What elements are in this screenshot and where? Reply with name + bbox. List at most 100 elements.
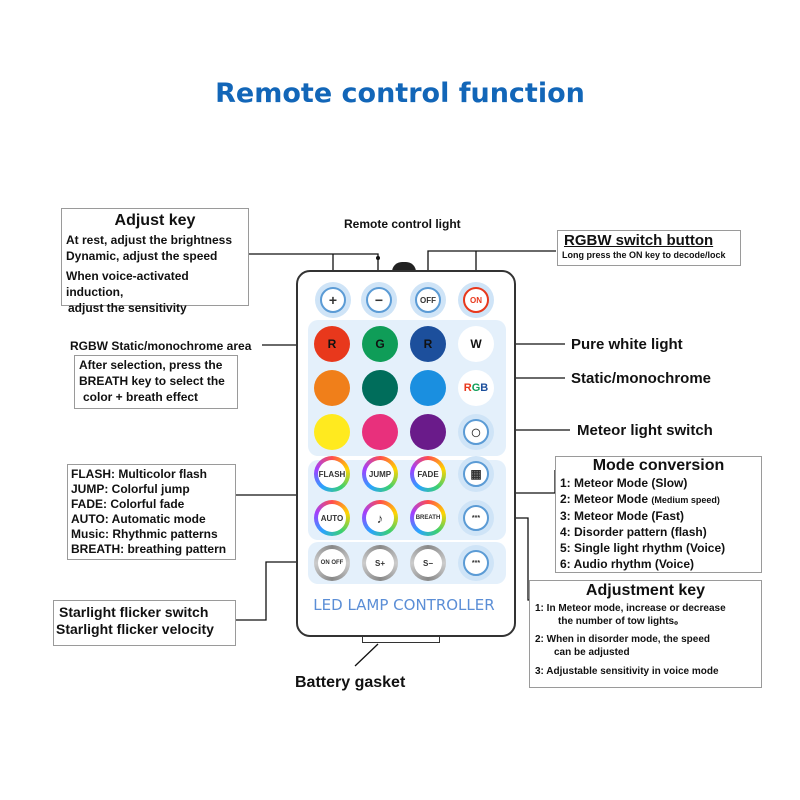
fade-label: FADE xyxy=(414,460,442,488)
mode-item-small: (Medium speed) xyxy=(651,495,720,505)
speed-down-button[interactable]: S− xyxy=(410,545,446,581)
mode-item-num: 1: xyxy=(560,476,571,490)
music-note-icon: ♪ xyxy=(366,504,394,532)
adjust-key-line: Dynamic, adjust the speed xyxy=(66,249,218,263)
sky-blue-button[interactable] xyxy=(410,370,446,406)
green-button[interactable]: G xyxy=(362,326,398,362)
power-on-icon: ON xyxy=(463,287,489,313)
remote-light-label: Remote control light xyxy=(344,217,461,231)
mode-item-num: 5: xyxy=(560,541,571,555)
adjustment-item-line: can be adjusted xyxy=(554,647,630,658)
auto-label: AUTO xyxy=(318,504,346,532)
starlight-line: Starlight flicker switch xyxy=(59,604,209,620)
pink-button[interactable] xyxy=(362,414,398,450)
breath-button[interactable]: BREATH xyxy=(410,500,446,536)
jump-label: JUMP xyxy=(366,460,394,488)
flash-label: FLASH xyxy=(318,460,346,488)
starlight-switch-button[interactable]: ON OFF xyxy=(314,545,350,581)
breath-label: BREATH xyxy=(414,504,442,532)
adjust-key-title: Adjust key xyxy=(114,212,196,229)
mode-item-num: 2: xyxy=(560,492,571,506)
adjustment-item-line: 1: In Meteor mode, increase or decrease xyxy=(535,603,726,614)
mode-item-text: Disorder pattern (flash) xyxy=(574,525,707,539)
breath-note-box: After selection, press the BREATH key to… xyxy=(74,355,238,409)
red-button[interactable]: R xyxy=(314,326,350,362)
brightness-up-button[interactable]: + xyxy=(315,282,351,318)
mode-item: 1: Meteor Mode (Slow) xyxy=(560,475,761,491)
teal-button[interactable] xyxy=(362,370,398,406)
white-button[interactable]: W xyxy=(458,326,494,362)
mode-conversion-button[interactable]: ▦ xyxy=(458,456,494,492)
yellow-button[interactable] xyxy=(314,414,350,450)
mode-item-text: Meteor Mode (Fast) xyxy=(574,509,685,523)
effect-line: FADE: Colorful fade xyxy=(71,497,185,511)
effect-line: JUMP: Colorful jump xyxy=(71,482,190,496)
on-off-label: ON OFF xyxy=(318,549,346,577)
on-button[interactable]: ON xyxy=(458,282,494,318)
off-button[interactable]: OFF xyxy=(410,282,446,318)
stars-icon: *** xyxy=(463,505,489,531)
adjustment-item-line: 3: Adjustable sensitivity in voice mode xyxy=(535,666,719,677)
rgbw-area-label: RGBW Static/monochrome area xyxy=(70,339,252,353)
mode-item-text: Audio rhythm (Voice) xyxy=(573,557,695,571)
adjustment-item-line: 2: When in disorder mode, the speed xyxy=(535,634,711,645)
orange-button[interactable] xyxy=(314,370,350,406)
adjustment-key-box: Adjustment key 1: In Meteor mode, increa… xyxy=(529,580,762,688)
rgbw-switch-box: RGBW switch button Long press the ON key… xyxy=(557,230,741,266)
rgbw-switch-desc: Long press the ON key to decode/lock xyxy=(562,250,726,260)
adjust-key-line: adjust the sensitivity xyxy=(68,301,187,315)
starlight-box: Starlight flicker switch Starlight flick… xyxy=(53,600,236,646)
meteor-switch-label: Meteor light switch xyxy=(577,422,713,439)
jump-button[interactable]: JUMP xyxy=(362,456,398,492)
grid-icon: ▦ xyxy=(463,461,489,487)
mode-conversion-box: Mode conversion 1: Meteor Mode (Slow) 2:… xyxy=(555,456,762,573)
mode-item: 3: Meteor Mode (Fast) xyxy=(560,508,761,524)
remote-light-led xyxy=(392,262,416,272)
static-mono-label: Static/monochrome xyxy=(571,370,712,387)
mode-item: 2: Meteor Mode (Medium speed) xyxy=(560,491,761,508)
adjustment-button[interactable]: *** xyxy=(458,500,494,536)
stars-icon: *** xyxy=(463,550,489,576)
purple-button[interactable] xyxy=(410,414,446,450)
adjustment-item-line: the number of tow lights。 xyxy=(558,616,685,627)
mode-item: 5: Single light rhythm (Voice) xyxy=(560,540,761,556)
brightness-down-button[interactable]: − xyxy=(361,282,397,318)
effect-line: AUTO: Automatic mode xyxy=(71,512,206,526)
fade-button[interactable]: FADE xyxy=(410,456,446,492)
pure-white-label: Pure white light xyxy=(571,336,683,353)
effect-line: FLASH: Multicolor flash xyxy=(71,467,207,481)
power-off-icon: OFF xyxy=(415,287,441,313)
battery-gasket xyxy=(362,633,440,643)
meteor-icon: ◯ xyxy=(463,419,489,445)
meteor-switch-button[interactable]: ◯ xyxy=(458,414,494,450)
blue-button[interactable]: R xyxy=(410,326,446,362)
breath-note-line: BREATH key to select the xyxy=(79,374,225,388)
auto-button[interactable]: AUTO xyxy=(314,500,350,536)
rgb-letter-r: R xyxy=(463,382,472,394)
mode-item-text: Meteor Mode (Slow) xyxy=(574,476,688,490)
adjust-key-box: Adjust key At rest, adjust the brightnes… xyxy=(61,208,249,315)
rgb-letter-g: G xyxy=(471,382,481,394)
speed-up-button[interactable]: S+ xyxy=(362,545,398,581)
mode-item: 6: Audio rhythm (Voice) xyxy=(560,556,761,572)
breath-note-line: After selection, press the xyxy=(79,358,223,372)
controller-label: LED LAMP CONTROLLER xyxy=(313,596,495,614)
battery-label: Battery gasket xyxy=(295,674,406,691)
adjustment-key-title: Adjustment key xyxy=(585,582,706,599)
music-button[interactable]: ♪ xyxy=(362,500,398,536)
starlight-mode-button[interactable]: *** xyxy=(458,545,494,581)
breath-note-line: color + breath effect xyxy=(83,390,199,404)
mode-item-text: Single light rhythm (Voice) xyxy=(574,541,726,555)
mode-item-num: 3: xyxy=(560,509,571,523)
adjust-key-line: When voice-activated induction, xyxy=(66,269,189,299)
flash-button[interactable]: FLASH xyxy=(314,456,350,492)
mode-item: 4: Disorder pattern (flash) xyxy=(560,524,761,540)
mode-item-num: 4: xyxy=(560,525,571,539)
effect-line: Music: Rhythmic patterns xyxy=(71,527,218,541)
plus-icon: + xyxy=(320,287,346,313)
speed-up-label: S+ xyxy=(366,549,394,577)
rgb-letter-b: B xyxy=(480,382,489,394)
mode-conversion-title: Mode conversion xyxy=(592,457,725,474)
speed-down-label: S− xyxy=(414,549,442,577)
